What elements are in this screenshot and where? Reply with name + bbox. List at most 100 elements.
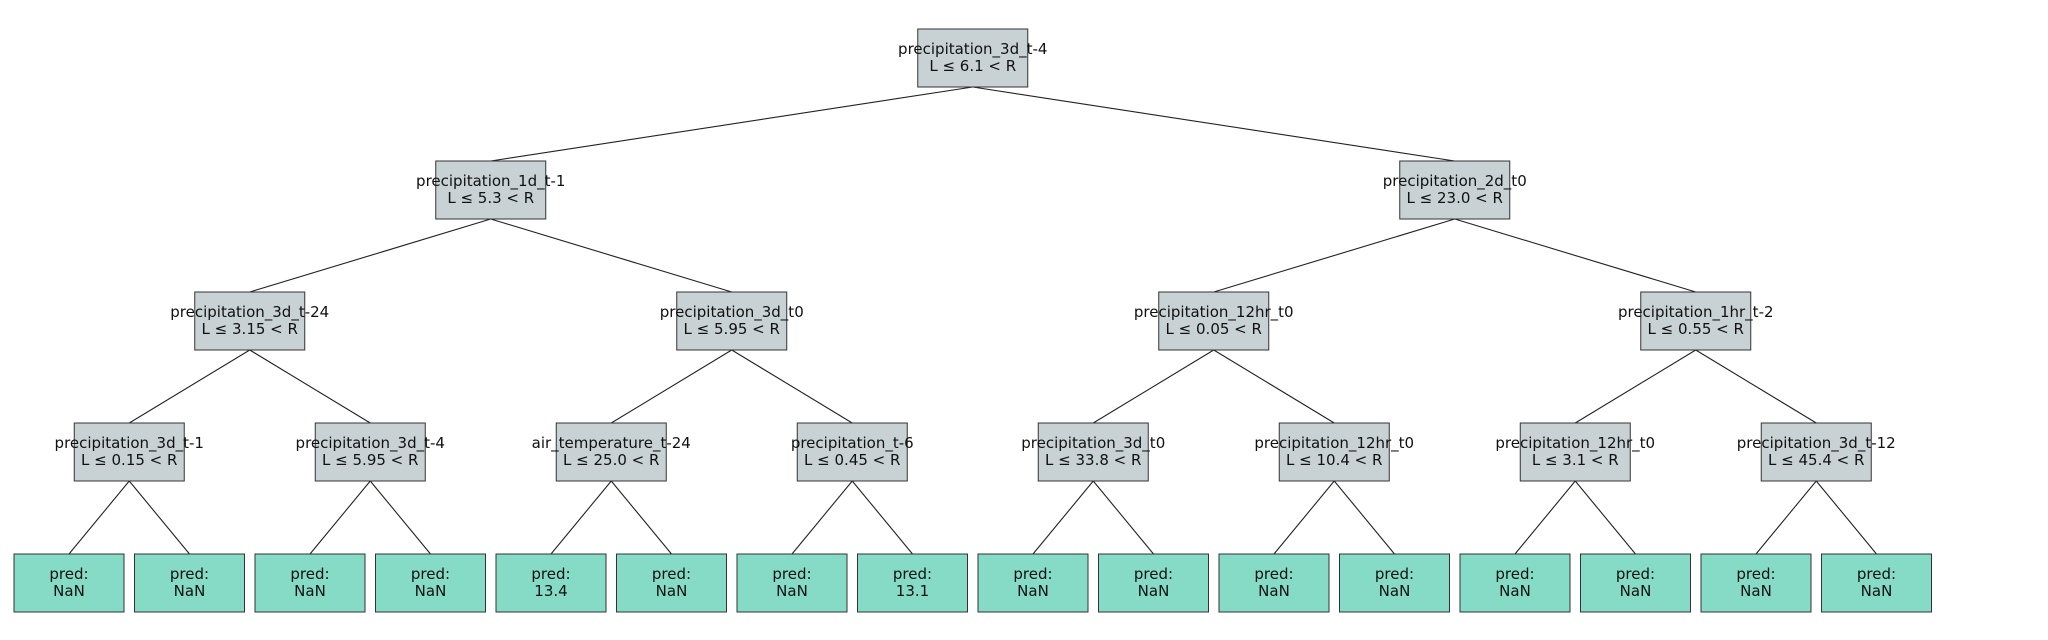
split-feature: air_temperature_t-24: [532, 434, 691, 453]
split-box: [73, 422, 185, 482]
leaf-node: pred:NaN: [13, 553, 125, 613]
split-node: precipitation_12hr_t0L ≤ 0.05 < R: [1134, 291, 1294, 351]
leaf-box: [1218, 553, 1330, 613]
leaf-box: [1339, 553, 1450, 613]
split-box: [194, 291, 306, 351]
split-box: [676, 291, 788, 351]
split-feature: precipitation_3d_t0: [660, 303, 804, 322]
leaf-box: [375, 553, 486, 613]
split-feature: precipitation_12hr_t0: [1495, 434, 1655, 453]
leaf-node: pred:NaN: [134, 553, 245, 613]
tree-edge: [1333, 480, 1395, 555]
leaf-box: [495, 553, 607, 613]
leaf-box: [134, 553, 245, 613]
tree-edge: [1454, 218, 1696, 293]
leaf-value: NaN: [1740, 582, 1772, 600]
leaf-node: pred:13.1: [857, 553, 968, 613]
split-node: precipitation_3d_t-24L ≤ 3.15 < R: [170, 291, 329, 351]
leaf-node: pred:NaN: [254, 553, 366, 613]
leaf-node: pred:13.4: [495, 553, 607, 613]
leaf-node: pred:NaN: [736, 553, 848, 613]
split-rule: L ≤ 0.45 < R: [804, 451, 900, 469]
tree-edge: [610, 349, 733, 424]
split-rule: L ≤ 0.55 < R: [1648, 320, 1744, 338]
tree-edge: [68, 480, 130, 555]
leaf-value: NaN: [776, 582, 808, 600]
leaf-box: [1098, 553, 1209, 613]
tree-edge: [128, 480, 190, 555]
split-feature: precipitation_1hr_t-2: [1618, 303, 1774, 322]
split-node: precipitation_3d_t0L ≤ 5.95 < R: [660, 291, 804, 351]
split-node: precipitation_3d_t-12L ≤ 45.4 < R: [1737, 422, 1896, 482]
tree-edge: [1092, 349, 1215, 424]
leaf-value: NaN: [1861, 582, 1893, 600]
tree-edge: [1213, 349, 1335, 424]
leaf-value: NaN: [415, 582, 447, 600]
split-box: [1399, 160, 1511, 220]
split-box: [1037, 422, 1149, 482]
tree-edge: [490, 218, 732, 293]
split-feature: precipitation_3d_t-24: [170, 303, 329, 322]
split-node: precipitation_3d_t0L ≤ 33.8 < R: [1021, 422, 1165, 482]
leaf-node: pred:NaN: [977, 553, 1089, 613]
leaf-value: NaN: [1017, 582, 1049, 600]
split-rule: L ≤ 0.15 < R: [81, 451, 177, 469]
split-feature: precipitation_3d_t-4: [296, 434, 445, 453]
split-feature: precipitation_2d_t0: [1383, 172, 1527, 191]
tree-edge: [1213, 218, 1455, 293]
split-box: [555, 422, 667, 482]
tree-edge: [1574, 349, 1697, 424]
leaf-label: pred:: [893, 565, 932, 583]
leaf-node: pred:NaN: [1821, 553, 1932, 613]
split-box: [917, 28, 1029, 88]
tree-edge: [1755, 480, 1817, 555]
split-box: [796, 422, 908, 482]
leaf-label: pred:: [170, 565, 209, 583]
split-rule: L ≤ 45.4 < R: [1768, 451, 1864, 469]
tree-edge: [1815, 480, 1877, 555]
leaf-value: NaN: [1499, 582, 1531, 600]
split-node: precipitation_1hr_t-2L ≤ 0.55 < R: [1618, 291, 1774, 351]
split-feature: precipitation_3d_t-4: [898, 40, 1047, 59]
split-rule: L ≤ 3.1 < R: [1532, 451, 1619, 469]
leaf-node: pred:NaN: [1098, 553, 1209, 613]
split-feature: precipitation_12hr_t0: [1254, 434, 1414, 453]
tree-edge: [731, 349, 853, 424]
leaf-value: NaN: [294, 582, 326, 600]
leaf-node: pred:NaN: [375, 553, 486, 613]
split-rule: L ≤ 3.15 < R: [202, 320, 298, 338]
split-rule: L ≤ 33.8 < R: [1045, 451, 1141, 469]
leaf-value: NaN: [174, 582, 206, 600]
split-feature: precipitation_3d_t-1: [55, 434, 204, 453]
leaf-value: NaN: [1138, 582, 1170, 600]
split-rule: L ≤ 5.3 < R: [447, 189, 534, 207]
leaf-label: pred:: [1736, 565, 1775, 583]
leaf-label: pred:: [1616, 565, 1655, 583]
leaf-box: [977, 553, 1089, 613]
leaf-node: pred:NaN: [1339, 553, 1450, 613]
split-node: precipitation_3d_t-1L ≤ 0.15 < R: [55, 422, 204, 482]
split-feature: precipitation_1d_t-1: [416, 172, 565, 191]
split-node: precipitation_3d_t-4L ≤ 5.95 < R: [296, 422, 445, 482]
split-feature: precipitation_3d_t-12: [1737, 434, 1896, 453]
split-node: precipitation_2d_t0L ≤ 23.0 < R: [1383, 160, 1527, 220]
tree-edge: [249, 218, 491, 293]
split-rule: L ≤ 5.95 < R: [684, 320, 780, 338]
tree-edge: [851, 480, 913, 555]
leaf-box: [1580, 553, 1691, 613]
split-node: precipitation_12hr_t0L ≤ 3.1 < R: [1495, 422, 1655, 482]
leaf-box: [1700, 553, 1812, 613]
split-rule: L ≤ 6.1 < R: [929, 57, 1016, 75]
split-box: [1158, 291, 1270, 351]
leaf-value: 13.1: [896, 582, 929, 600]
tree-edge: [791, 480, 853, 555]
split-box: [1640, 291, 1752, 351]
split-rule: L ≤ 5.95 < R: [322, 451, 418, 469]
split-feature: precipitation_12hr_t0: [1134, 303, 1294, 322]
tree-edge: [309, 480, 371, 555]
split-box: [435, 160, 547, 220]
tree-edge: [1695, 349, 1817, 424]
split-feature: precipitation_t-6: [791, 434, 914, 453]
leaf-node: pred:NaN: [1218, 553, 1330, 613]
leaf-label: pred:: [1375, 565, 1414, 583]
